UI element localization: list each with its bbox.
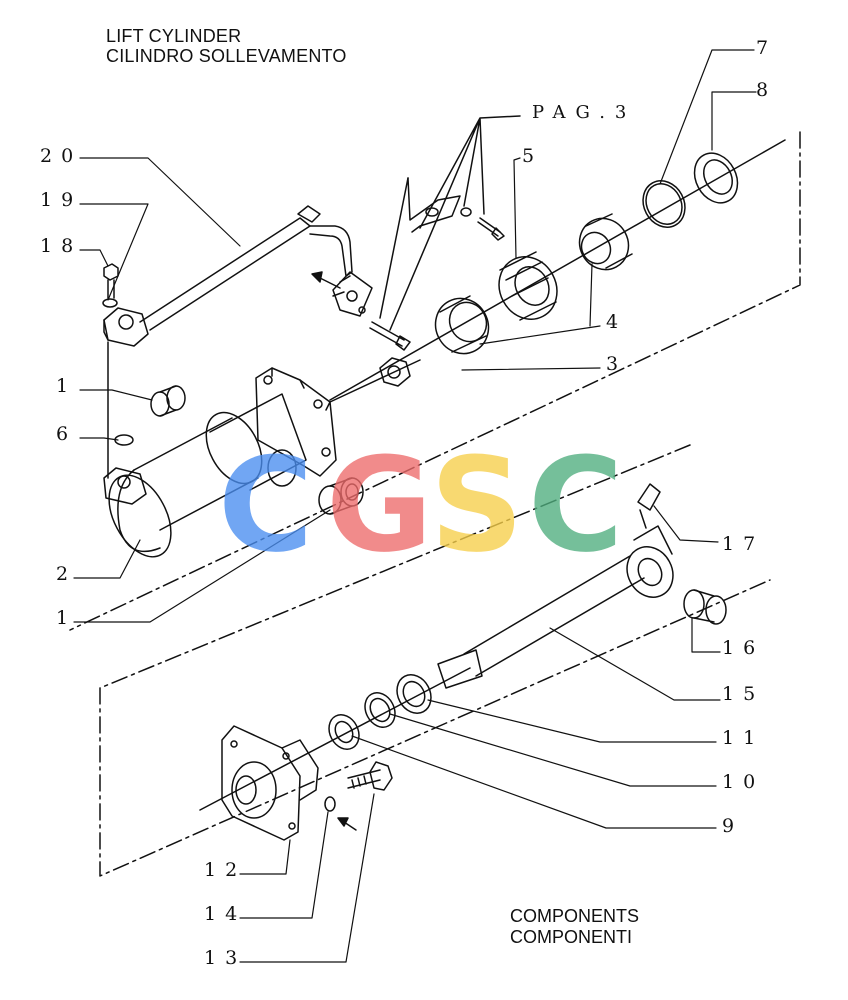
callout-2: 2 [56,563,78,585]
arrow-tube-head [311,271,323,283]
ring-8 [693,152,739,204]
grease-nipple-17 [637,483,661,529]
title-english: LIFT CYLINDER [106,26,242,46]
callout-3: 3 [606,353,628,375]
callout-9: 9 [722,815,744,837]
seal-9 [328,714,360,750]
barrel-bore [267,449,297,487]
callout-1-lower: 1 [56,607,78,629]
bushing-1-lower [318,477,364,515]
components-block: COMPONENTS COMPONENTI [510,906,639,948]
callout-14: 14 [204,903,247,925]
callout-10: 10 [722,771,765,793]
seal-11 [396,674,432,714]
rod-15 [437,525,674,689]
components-english: COMPONENTS [510,906,640,926]
arrow-head-tip [337,817,349,827]
fitting-block-lower [103,467,147,505]
page-reference: PAG.3 [532,102,637,123]
cylinder-barrel-2 [108,359,421,558]
callout-17: 17 [722,533,765,555]
callout-1-upper: 1 [56,375,78,397]
seal-10 [364,692,396,728]
axis-lower [199,667,471,811]
hex-nut [379,357,411,387]
watermark-letter-g: G [326,429,433,581]
bushing-16 [683,589,727,625]
watermark-letter-c1: C [218,429,314,581]
boundary-upper [69,131,801,631]
watermark-letter-s: S [430,429,524,581]
callout-15: 15 [722,683,765,705]
title-italian: CILINDRO SOLLEVAMENTO [106,46,347,66]
callout-13: 13 [204,947,247,969]
callout-8: 8 [756,79,778,101]
fitting-block-upper [103,307,149,347]
callout-19: 19 [40,189,83,211]
callout-11: 11 [722,727,765,749]
cylinder-head-12 [221,725,319,841]
components-italian: COMPONENTI [510,927,633,947]
watermark-letter-c2: C [528,429,624,581]
title-block: LIFT CYLINDER CILINDRO SOLLEVAMENTO [106,26,347,66]
tube-part [139,205,373,331]
bolt-small [369,321,411,351]
o-ring-7 [642,180,686,228]
bolt-13 [347,761,393,791]
axis-upper [329,139,786,401]
piston-5 [498,251,558,321]
callout-12: 12 [204,859,247,881]
seal-3 [434,295,490,355]
guide-4 [578,213,633,271]
bolt-18 [102,263,119,308]
callout-16: 16 [722,637,765,659]
callout-7: 7 [756,37,778,59]
callout-5: 5 [522,145,544,167]
callout-18: 18 [40,235,83,257]
callout-6: 6 [56,423,78,445]
bushing-1-upper [150,385,186,417]
callout-4: 4 [606,311,628,333]
pagref-leaders [389,115,521,331]
leader-lines [73,49,757,963]
callout-20: 20 [40,145,83,167]
washer-14 [324,796,336,812]
bracket-clip [379,177,505,319]
